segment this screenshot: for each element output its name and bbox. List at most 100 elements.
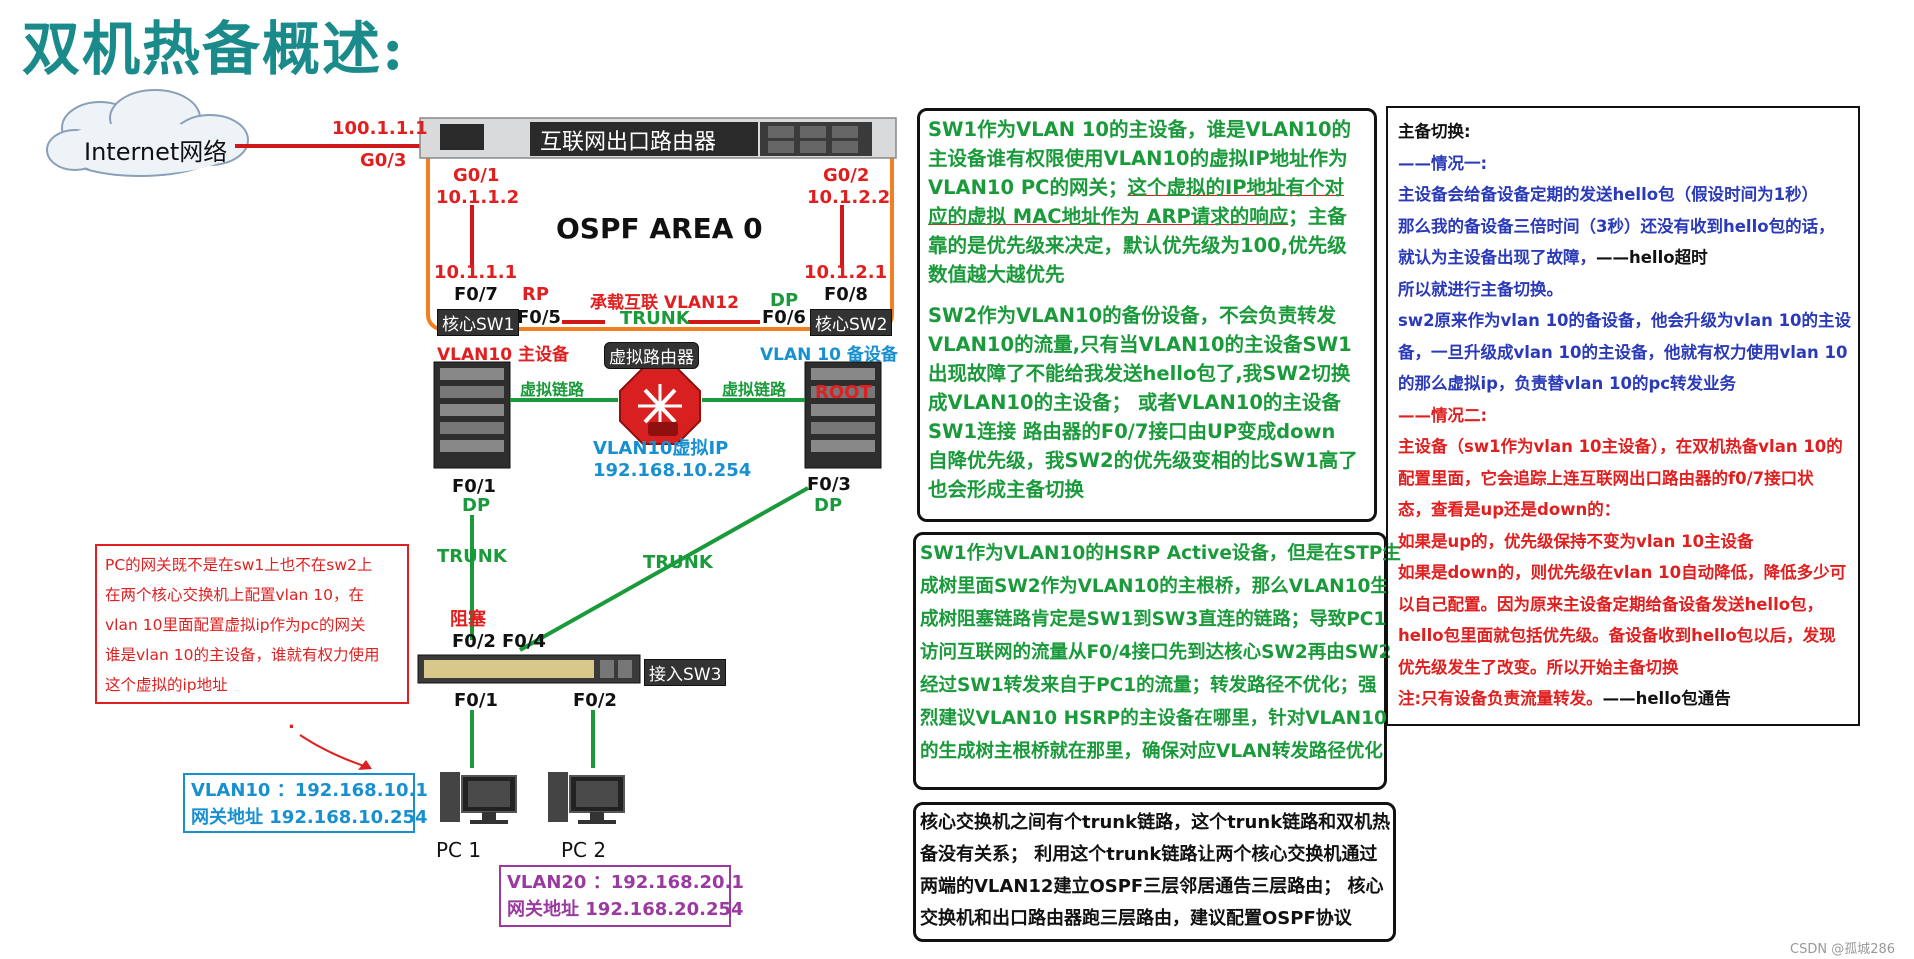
trunk-ospf-explanation-box: 核心交换机之间有个trunk链路，这个trunk链路和双机热 备没有关系； 利用…	[913, 802, 1396, 942]
box1-line-1: SW1作为VLAN 10的主设备，谁是VLAN10的	[928, 118, 1352, 141]
box4-b2: 那么我的备设备三倍时间（3秒）还没有收到hello包的话，	[1398, 216, 1835, 236]
watermark: CSDN @孤城286	[1790, 942, 1896, 957]
note-pc-line-5: 这个虚拟的ip地址	[105, 676, 228, 694]
vip-title-label: VLAN10虚拟IP	[593, 438, 729, 459]
rp-label: RP	[522, 284, 550, 305]
box2-line-6: 烈建议VLAN10 HSRP的主设备在哪里，针对VLAN10	[920, 708, 1387, 729]
virtual-link-left: 虚拟链路	[520, 380, 585, 399]
pc1-icon	[440, 772, 517, 824]
sw3-f02b-label: F0/2	[573, 690, 617, 711]
blocked-label: 阻塞	[450, 609, 486, 630]
box4-r5: 如果是down的，则优先级在vlan 10自动降低，降低多少可	[1398, 563, 1847, 582]
sw2-uplink-ip: 10.1.2.1	[804, 262, 888, 283]
box4-r9: 注:只有设备负责流量转发。——hello包通告	[1398, 689, 1731, 708]
f06-label: F0/6	[762, 307, 806, 328]
pc1-address-box: VLAN10 ：192.168.10.1 网关地址 192.168.10.254	[183, 773, 428, 833]
trunk-right-label: TRUNK	[643, 552, 713, 573]
dot-mark: .	[288, 712, 295, 733]
box1-line-13: 也会形成主备切换	[928, 478, 1085, 501]
box4-b6: 备，一旦升级成vlan 10的主设备，他就有权力使用vlan 10	[1398, 342, 1848, 362]
box1-line-2: 主设备谁有权限使用VLAN10的虚拟IP地址作为	[928, 147, 1348, 170]
box1-line-12: 自降优先级，我SW2的优先级变相的比SW1高了	[928, 449, 1358, 472]
router-icon	[419, 117, 897, 159]
box3-line-3: 两端的VLAN12建立OSPF三层邻居通告三层路由； 核心	[920, 876, 1384, 897]
pc1-label: PC 1	[436, 838, 482, 862]
g02-label: G0/2	[823, 165, 870, 186]
g02-ip-label: 10.1.2.2	[807, 187, 891, 208]
trunk-left-label: TRUNK	[437, 546, 507, 567]
sw1-label: 核心SW1	[437, 309, 520, 336]
f08-label: F0/8	[824, 284, 868, 305]
internet-label: Internet网络	[84, 138, 228, 166]
box1-line-7: SW2作为VLAN10的备份设备，不会负责转发	[928, 304, 1337, 327]
sw3-f01-label: F0/1	[454, 690, 498, 711]
note-pc-line-1: PC的网关既不是在sw1上也不在sw2上	[105, 556, 373, 574]
box4-r7: hello包里面就包括优先级。备设备收到hello包以后，发现	[1398, 626, 1836, 645]
box3-line-2: 备没有关系； 利用这个trunk链路让两个核心交换机通过	[920, 844, 1378, 865]
box1-line-9: 出现故障了不能给我发送hello包了,我SW2切换	[928, 362, 1351, 385]
box1-line-4: 应的虚拟 MAC地址作为 ARP请求的响应；主备	[928, 205, 1347, 228]
box1-line-10: 成VLAN10的主设备； 或者VLAN10的主设备	[928, 391, 1341, 414]
dp-top-label: DP	[770, 290, 799, 311]
sw2-dp-label: DP	[814, 495, 843, 516]
box4-r2: 配置里面，它会追踪上连互联网出口路由器的f0/7接口状	[1398, 468, 1814, 488]
box4-r4: 如果是up的，优先级保持不变为vlan 10主设备	[1398, 531, 1754, 551]
core-switch-2-icon	[804, 361, 882, 469]
box4-b4: 所以就进行主备切换。	[1398, 279, 1563, 299]
stp-hsrp-explanation-box: SW1作为VLAN10的HSRP Active设备，但是在STP生 成树里面SW…	[913, 532, 1401, 790]
note-pc-line-4: 谁是vlan 10的主设备，谁就有权力使用	[105, 646, 380, 664]
box2-line-7: 的生成树主根桥就在那里，确保对应VLAN转发路径优化	[920, 741, 1383, 762]
box4-case-2: ——情况二:	[1398, 405, 1488, 425]
box4-heading: 主备切换:	[1398, 122, 1471, 141]
box1-line-5: 靠的是优先级来决定，默认优先级为100,优先级	[928, 234, 1347, 257]
box2-line-5: 经过SW1转发来自于PC1的流量；转发路径不优化；强	[920, 675, 1377, 696]
trunk-top-label: TRUNK	[620, 308, 690, 329]
box2-line-4: 访问互联网的流量从F0/4接口先到达核心SW2再由SW2	[920, 642, 1392, 663]
box1-line-6: 数值越大越优先	[928, 263, 1065, 286]
router-label: 互联网出口路由器	[540, 130, 717, 155]
sw1-uplink-ip: 10.1.1.1	[434, 262, 518, 283]
root-label: ROOT	[815, 382, 872, 403]
box4-b3: 就认为主设备出现了故障，——hello超时	[1398, 248, 1708, 267]
sw2-label: 核心SW2	[810, 309, 893, 336]
note-pc-line-3: vlan 10里面配置虚拟ip作为pc的网关	[105, 616, 366, 634]
master-backup-explanation-box: SW1作为VLAN 10的主设备，谁是VLAN10的 主设备谁有权限使用VLAN…	[917, 108, 1377, 522]
pc2-gateway: 网关地址 192.168.20.254	[507, 899, 744, 920]
box4-r1: 主设备（sw1作为vlan 10主设备），在双机热备vlan 10的	[1398, 437, 1843, 456]
box4-b1: 主设备会给备设备定期的发送hello包（假设时间为1秒）	[1398, 185, 1819, 204]
pc2-label: PC 2	[561, 838, 607, 862]
box4-b7: 的那么虚拟ip，负责替vlan 10的pc转发业务	[1398, 374, 1737, 393]
box1-line-8: VLAN10的流量,只有当VLAN10的主设备SW1	[928, 333, 1352, 356]
virtual-link-right: 虚拟链路	[722, 380, 787, 399]
f07-label: F0/7	[454, 284, 498, 305]
sw3-f02-label: F0/2	[452, 631, 496, 652]
sw1-f01-label: F0/1	[452, 476, 496, 497]
sw3-label: 接入SW3	[644, 659, 727, 686]
box4-r3: 态，查看是up还是down的：	[1398, 500, 1621, 519]
box2-line-1: SW1作为VLAN10的HSRP Active设备，但是在STP生	[920, 543, 1401, 564]
failover-explanation-box: 主备切换: ——情况一: 主设备会给备设备定期的发送hello包（假设时间为1秒…	[1386, 106, 1860, 726]
pc1-vlan-ip: VLAN10 ：192.168.10.1	[191, 780, 428, 801]
wan-ip-label: 100.1.1.1	[332, 118, 428, 139]
box3-line-1: 核心交换机之间有个trunk链路，这个trunk链路和双机热	[920, 812, 1391, 833]
vlan12-label: 承载互联 VLAN12	[590, 293, 739, 313]
internet-cloud-icon	[46, 89, 249, 177]
f05-label: F0/5	[517, 307, 561, 328]
sw3-f04-label: F0/4	[502, 631, 546, 652]
sw2-role-label: VLAN 10 备设备	[760, 345, 898, 365]
box2-line-2: 成树里面SW2作为VLAN10的主根桥，那么VLAN10生	[920, 576, 1389, 597]
box1-line-3: VLAN10 PC的网关；这个虚拟的IP地址有个对	[928, 176, 1345, 199]
pc2-icon	[548, 772, 625, 824]
g01-label: G0/1	[453, 165, 500, 186]
note-pc-line-2: 在两个核心交换机上配置vlan 10，在	[105, 586, 364, 604]
ospf-area-label: OSPF AREA 0	[556, 212, 763, 245]
g01-ip-label: 10.1.1.2	[436, 187, 520, 208]
wan-port-label: G0/3	[360, 150, 407, 171]
access-switch-3-icon	[417, 654, 641, 684]
sw1-role-label: VLAN10 主设备	[437, 345, 569, 365]
box3-line-4: 交换机和出口路由器跑三层路由，建议配置OSPF协议	[920, 908, 1352, 929]
box4-r8: 优先级发生了改变。所以开始主备切换	[1398, 657, 1679, 677]
box2-line-3: 成树阻塞链路肯定是SW1到SW3直连的链路；导致PC1	[920, 609, 1387, 630]
page-title: 双机热备概述:	[22, 15, 406, 83]
